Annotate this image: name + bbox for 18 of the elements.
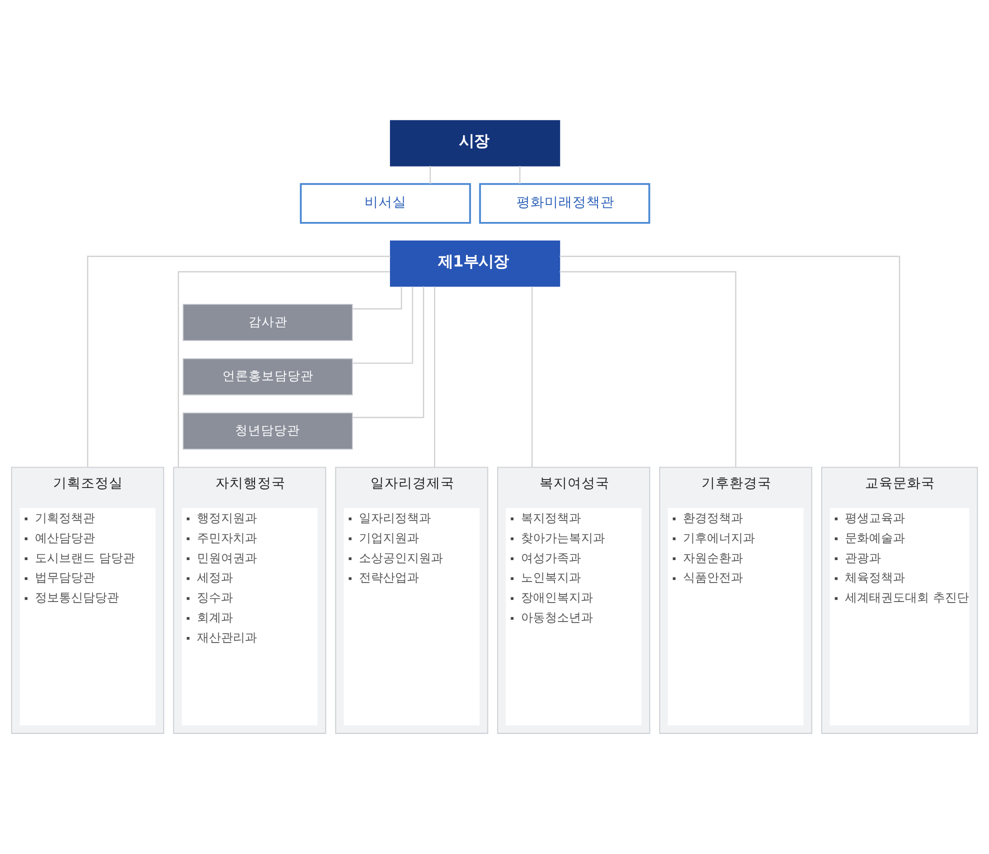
node-box: 청년담당관	[182, 412, 353, 450]
connector	[519, 166, 520, 184]
connector	[352, 286, 414, 364]
connector	[434, 286, 436, 467]
connector	[430, 166, 431, 184]
node-box: 비서실	[300, 183, 471, 224]
connector	[560, 271, 736, 468]
connector	[178, 271, 390, 468]
node-box: 평화미래정책관	[479, 183, 650, 224]
node-box: 시장	[390, 120, 560, 166]
connector	[531, 286, 533, 467]
node-box: 감사관	[182, 304, 353, 342]
connector	[87, 256, 390, 468]
node-box: 제1부시장	[390, 240, 560, 287]
connector	[352, 286, 424, 418]
connector	[352, 286, 402, 310]
connector	[560, 256, 900, 468]
node-box: 언론홍보담당관	[182, 358, 353, 396]
